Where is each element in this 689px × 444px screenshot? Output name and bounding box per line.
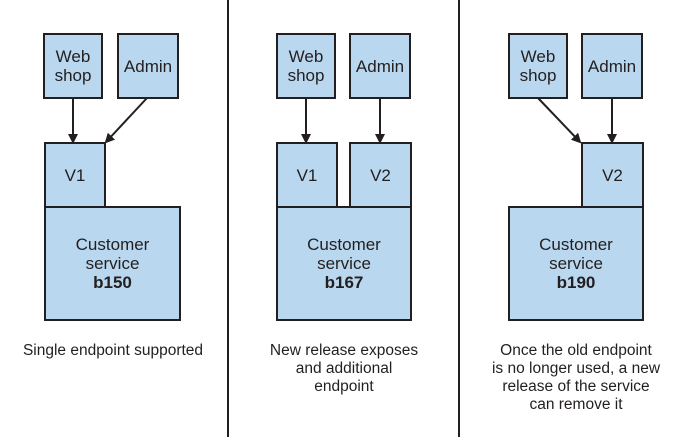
caption-line: Single endpoint supported (22, 342, 204, 359)
caption-line: release of the service (502, 378, 650, 395)
caption-line: New release exposes (269, 342, 419, 359)
webshop-label-line2: shop (54, 66, 92, 85)
panel-caption: New release exposes and additional endpo… (233, 342, 455, 396)
webshop-box: Web shop (276, 33, 336, 99)
panel-divider (227, 0, 229, 437)
webshop-box: Web shop (508, 33, 568, 99)
endpoint-v2-label: V2 (602, 165, 623, 185)
webshop-box: Web shop (43, 33, 103, 99)
service-build-label: b150 (93, 273, 132, 292)
endpoint-v2-label: V2 (370, 165, 391, 185)
caption-line: endpoint (314, 378, 374, 395)
arrow-webshop-to-v2 (537, 97, 582, 144)
customer-service-box: Customer service b167 (276, 206, 412, 321)
webshop-label-line1: Web (520, 47, 556, 66)
caption-line: and additional (295, 360, 393, 377)
customer-service-box: Customer service b190 (508, 206, 644, 321)
panel-caption: Once the old endpoint is no longer used,… (465, 342, 687, 414)
endpoint-v1-label: V1 (296, 165, 318, 185)
webshop-label-line1: Web (288, 47, 324, 66)
admin-box: Admin (581, 33, 643, 99)
service-label-line2: service (317, 254, 371, 273)
arrow-admin-to-v1 (104, 97, 148, 144)
service-build-label: b190 (556, 273, 596, 292)
service-label-line1: Customer (307, 235, 381, 254)
caption-line: Once the old endpoint (500, 342, 652, 359)
webshop-label-line2: shop (287, 66, 325, 85)
caption-line: can remove it (529, 396, 623, 413)
admin-label: Admin (123, 56, 173, 76)
endpoint-v2-box: V2 (581, 142, 644, 208)
admin-label: Admin (587, 56, 637, 76)
endpoint-v1-label: V1 (64, 165, 86, 185)
endpoint-v1-box: V1 (44, 142, 106, 208)
endpoint-v2-box: V2 (349, 142, 412, 208)
panel-caption: Single endpoint supported (2, 342, 224, 360)
service-label-line1: Customer (75, 235, 150, 254)
admin-label: Admin (355, 56, 405, 76)
service-label-line1: Customer (539, 235, 613, 254)
webshop-label-line2: shop (519, 66, 557, 85)
admin-box: Admin (349, 33, 411, 99)
service-label-line2: service (85, 254, 140, 273)
admin-box: Admin (117, 33, 179, 99)
service-label-line2: service (549, 254, 603, 273)
panel-divider (458, 0, 460, 437)
customer-service-box: Customer service b150 (44, 206, 181, 321)
endpoint-v1-box: V1 (276, 142, 338, 208)
caption-line: is no longer used, a new (491, 360, 661, 377)
webshop-label-line1: Web (55, 47, 91, 66)
service-build-label: b167 (324, 273, 364, 292)
